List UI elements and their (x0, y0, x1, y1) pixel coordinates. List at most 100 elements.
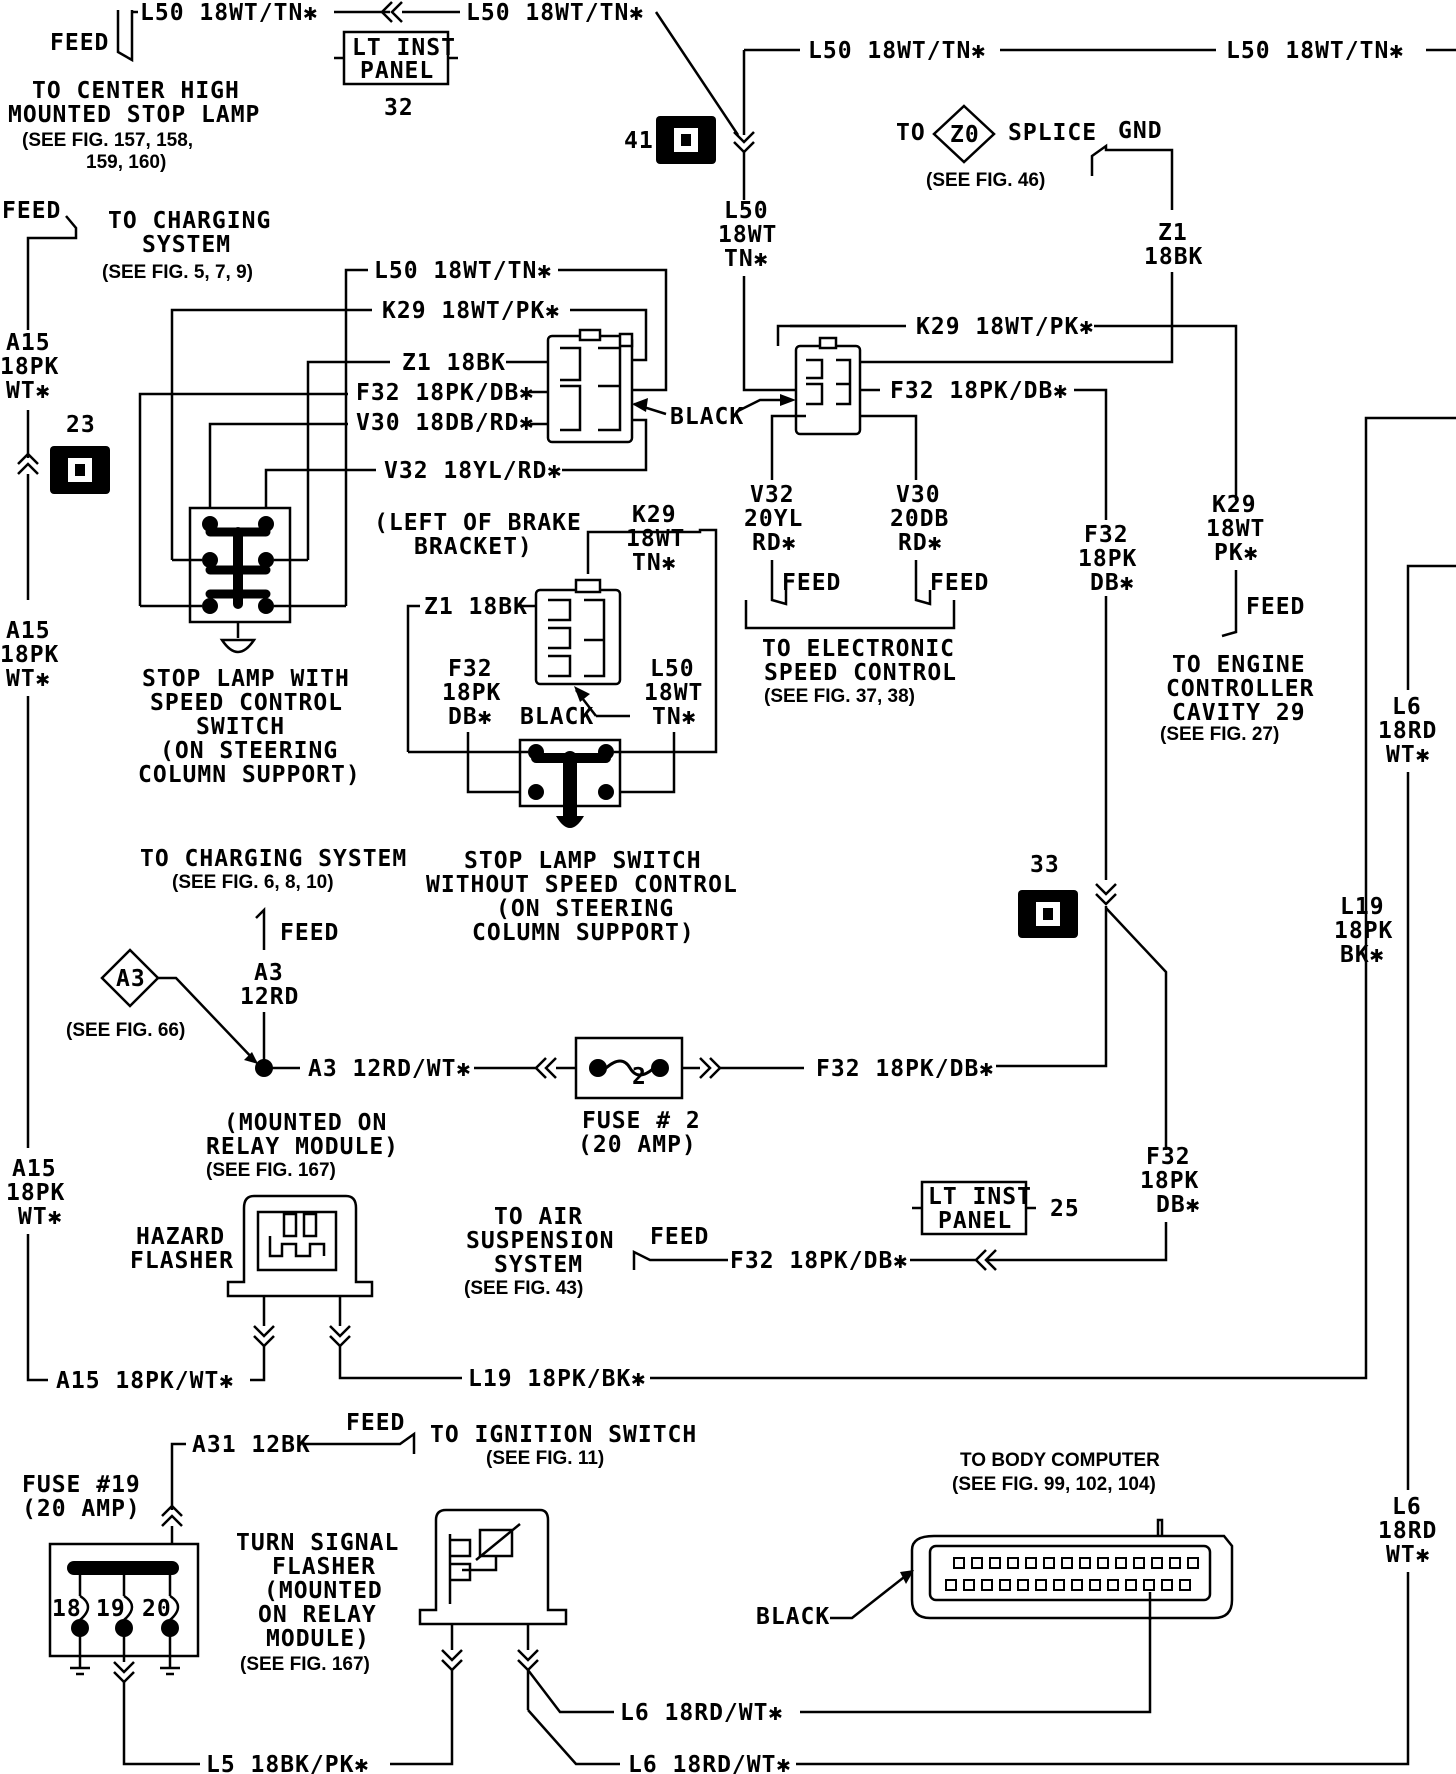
lt-inst-panel-label: PANEL (938, 1208, 1012, 1234)
l50-vertical-label: 18WT (718, 222, 777, 248)
l50-vertical-label: L50 (724, 198, 769, 224)
l50-wire-label-4: L50 18WT/TN✱ (1226, 38, 1404, 64)
fuse-2-section: TO CHARGING SYSTEM (SEE FIG. 6, 8, 10) F… (66, 846, 1028, 1158)
hazard-flasher: (MOUNTED ON RELAY MODULE) (SEE FIG. 167)… (56, 1110, 646, 1394)
l19-vertical-label: BK✱ (1340, 942, 1385, 968)
to-engine-label: CONTROLLER (1166, 676, 1314, 702)
l50-switch-wire-label: L50 18WT/TN✱ (374, 258, 552, 284)
z1-bracket-label: Z1 18BK (424, 594, 528, 620)
a15-vertical-label: WT✱ (18, 1204, 63, 1230)
to-air-label: TO AIR (494, 1204, 583, 1230)
f32-lower-label: 18PK (1140, 1168, 1199, 1194)
a15-left-run: FEED TO CHARGING SYSTEM (SEE FIG. 5, 7, … (0, 198, 270, 1382)
stop-lamp-sc-title: SWITCH (196, 714, 285, 740)
fig-reference: (SEE FIG. 43) (464, 1278, 583, 1299)
black-connector-label: BLACK (520, 704, 594, 730)
feed-a3-label: FEED (280, 920, 339, 946)
fig-reference: (SEE FIG. 37, 38) (764, 686, 915, 707)
a15-vertical-label: 18PK (0, 354, 59, 380)
fuse-19-label: FUSE #19 (22, 1472, 141, 1498)
air-suspension-feed: F32 18PK DB✱ F32 18PK/DB✱ FEED TO AIR SU… (464, 1144, 1200, 1299)
a15-vertical-label: 18PK (6, 1180, 65, 1206)
connector-pin (1007, 1557, 1019, 1569)
l6-vertical-label: L6 (1392, 694, 1422, 720)
stop-lamp-nosc-title: (ON STEERING (496, 896, 674, 922)
f32-vertical-label: DB✱ (1090, 570, 1135, 596)
a15-vertical-label: A15 (6, 618, 51, 644)
turn-signal-flasher: TURN SIGNAL FLASHER (MOUNTED ON RELAY MO… (236, 1508, 1152, 1774)
fig-reference: (SEE FIG. 27) (1160, 724, 1279, 745)
z0-label: Z0 (950, 122, 980, 148)
l50-right-run: L50 18WT/TN✱ L50 18WT/TN✱ L50 18WT TN✱ 4… (624, 38, 1456, 392)
l6-vertical-label: 18RD (1378, 1518, 1437, 1544)
connector-pin (1071, 1579, 1083, 1591)
to-air-label: SUSPENSION (466, 1228, 614, 1254)
lt-inst-panel-connector-32 (342, 30, 450, 86)
turn-signal-label: FLASHER (272, 1554, 376, 1580)
connector-pin (1061, 1557, 1073, 1569)
connector-pin (1107, 1579, 1119, 1591)
stop-lamp-speed-control-switch: L50 18WT/TN✱ K29 18WT/PK✱ Z1 18BK F32 18… (138, 258, 744, 788)
to-charging-system-label: TO CHARGING SYSTEM (140, 846, 407, 872)
connector-pin (1151, 1557, 1163, 1569)
f32-bracket-label: DB✱ (448, 704, 493, 730)
to-esc-label: TO ELECTRONIC (762, 636, 955, 662)
connector-pin (1017, 1579, 1029, 1591)
l6-vertical-label: 18RD (1378, 718, 1437, 744)
stop-lamp-switch-no-sc: (LEFT OF BRAKE BRACKET) K29 18WT TN✱ Z1 … (374, 502, 737, 946)
speed-control-connector: K29 18WT/PK✱ F32 18PK/DB✱ V32 20YL RD✱ F… (735, 314, 1238, 707)
fuse-number-19: 19 (96, 1596, 126, 1622)
connector-pin (1089, 1579, 1101, 1591)
connector-pin (1187, 1557, 1199, 1569)
a15-vertical-label: A15 (6, 330, 51, 356)
v30-vertical-label: 20DB (890, 506, 949, 532)
l50-vertical-label: TN✱ (724, 246, 769, 272)
hazard-flasher-label: HAZARD (136, 1224, 225, 1250)
feed-label-charge: FEED (2, 198, 61, 224)
v30-vertical-label: V30 (896, 482, 941, 508)
k29-vertical-label: 18WT (1206, 516, 1265, 542)
fig-reference: (SEE FIG. 6, 8, 10) (172, 872, 334, 893)
fig-reference: (SEE FIG. 46) (926, 170, 1045, 191)
connector-pin (1053, 1579, 1065, 1591)
z0-splice-diamond-icon (932, 104, 996, 164)
connector-pin (1079, 1557, 1091, 1569)
to-label: TO (896, 120, 926, 146)
fuse-2-number: 2 (632, 1064, 647, 1090)
connector-pin (1125, 1579, 1137, 1591)
connector-pin (1115, 1557, 1127, 1569)
l50-wire-label-3: L50 18WT/TN✱ (808, 38, 986, 64)
connector-pin (1179, 1579, 1191, 1591)
fig-reference: (SEE FIG. 5, 7, 9) (102, 262, 253, 283)
l6-wire-label-1: L6 18RD/WT✱ (620, 1700, 783, 1726)
k29-bracket-label: TN✱ (632, 550, 677, 576)
connector-pin (971, 1557, 983, 1569)
hazard-flasher-label: FLASHER (130, 1248, 234, 1274)
l50-wire-label-1: L50 18WT/TN✱ (140, 0, 318, 26)
fuse-number-20: 20 (142, 1596, 172, 1622)
v32-vertical-label: RD✱ (752, 530, 797, 556)
connector-pin (999, 1579, 1011, 1591)
f32-lower-label: F32 (1146, 1144, 1191, 1170)
to-body-computer-label: TO BODY COMPUTER (960, 1450, 1160, 1471)
fuse-2-label: FUSE # 2 (582, 1108, 701, 1134)
connector-pin (1097, 1557, 1109, 1569)
feed-label-top: FEED (50, 30, 109, 56)
stop-lamp-sc-title: COLUMN SUPPORT) (138, 762, 361, 788)
a31-wire-label: A31 12BK (192, 1432, 311, 1458)
a3-vertical-label: A3 (254, 960, 284, 986)
fig-reference: (SEE FIG. 11) (486, 1448, 604, 1469)
right-edge-runs: L19 18PK BK✱ L6 18RD WT✱ L6 18RD WT✱ (650, 416, 1456, 1766)
fig-reference: 159, 160) (86, 152, 166, 173)
f32-fuse-wire-label: F32 18PK/DB✱ (816, 1056, 994, 1082)
connector-pin (989, 1557, 1001, 1569)
l5-wire-label: L5 18BK/PK✱ (206, 1752, 369, 1774)
lt-inst-panel-label: LT INST (928, 1184, 1032, 1210)
z1-vertical-label: Z1 (1158, 220, 1188, 246)
black-connector-label: BLACK (670, 404, 744, 430)
a3-vertical-label: 12RD (240, 984, 299, 1010)
black-connector-label: BLACK (756, 1604, 830, 1630)
stop-lamp-sc-title: SPEED CONTROL (150, 690, 343, 716)
fig-reference: (SEE FIG. 157, 158, (22, 130, 193, 151)
l19-wire-label: L19 18PK/BK✱ (468, 1366, 646, 1392)
